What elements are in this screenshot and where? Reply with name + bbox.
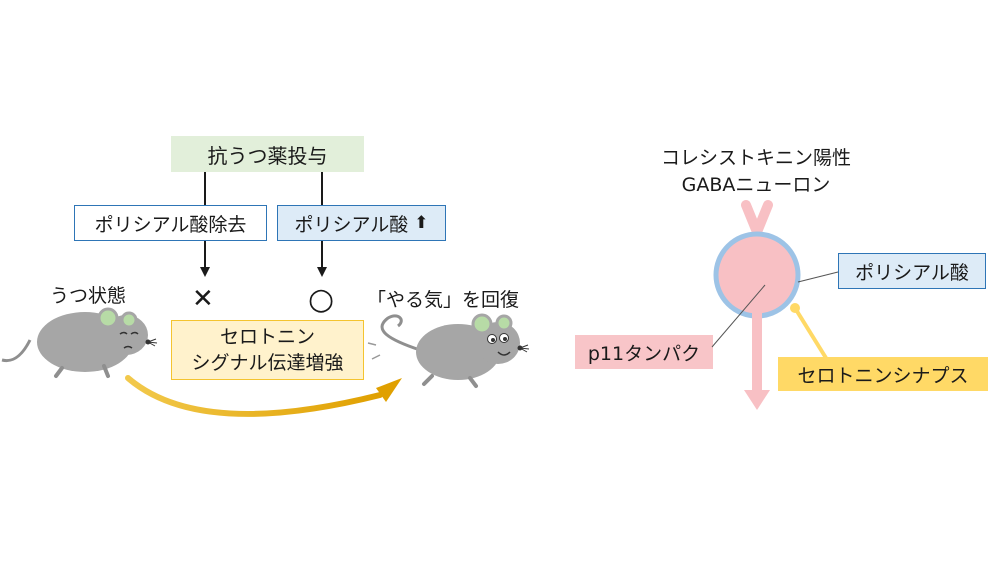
serotonin-synapse-box: セロトニンシナプス [778,357,988,391]
polysialic-removal-box: ポリシアル酸除去 [74,205,267,241]
recovery-arc-head [376,378,402,402]
neuron-diagram [711,200,839,410]
p11-leader [711,284,766,348]
polysialic-removal-label: ポリシアル酸除去 [94,213,247,236]
polysialic-label-box: ポリシアル酸 [838,253,986,289]
cell-body [713,231,801,319]
serotonin-line-1: セロトニン [219,326,315,348]
happy-mouse-icon [367,313,530,388]
p11-protein-label: p11タンパク [587,342,701,365]
serotonin-box: セロトニン シグナル伝達増強 [171,320,364,380]
recovered-state-label: 「やる気」を回復 [367,289,520,311]
neuron-title-line-1: コレシストキニン陽性 [660,147,851,169]
neuron-title: コレシストキニン陽性 GABAニューロン [611,145,901,199]
p11-protein-box: p11タンパク [575,335,713,369]
polysialic-increase-box: ポリシアル酸 ⬆ [277,205,446,241]
serotonin-synapse-label: セロトニンシナプス [797,364,969,387]
circle-mark: ○ [308,282,335,317]
polysialic-label: ポリシアル酸 [855,261,969,284]
antidepressant-box: 抗うつ薬投与 [171,136,364,172]
up-arrow-icon: ⬆ [414,213,429,233]
polysialic-increase-label: ポリシアル酸 [294,213,409,236]
synapse-stem [793,306,828,360]
depressed-mouse-icon [1,307,158,378]
recovery-arc [125,375,383,417]
axon-arrowhead [744,390,770,410]
neuron-title-line-2: GABAニューロン [681,174,831,196]
serotonin-line-2: シグナル伝達増強 [191,352,344,374]
depressed-state-label: うつ状態 [50,285,127,307]
cross-mark: ✕ [192,284,214,314]
polysialic-leader [797,271,839,283]
antidepressant-label: 抗うつ薬投与 [207,143,328,168]
dendrite-right [752,200,773,237]
